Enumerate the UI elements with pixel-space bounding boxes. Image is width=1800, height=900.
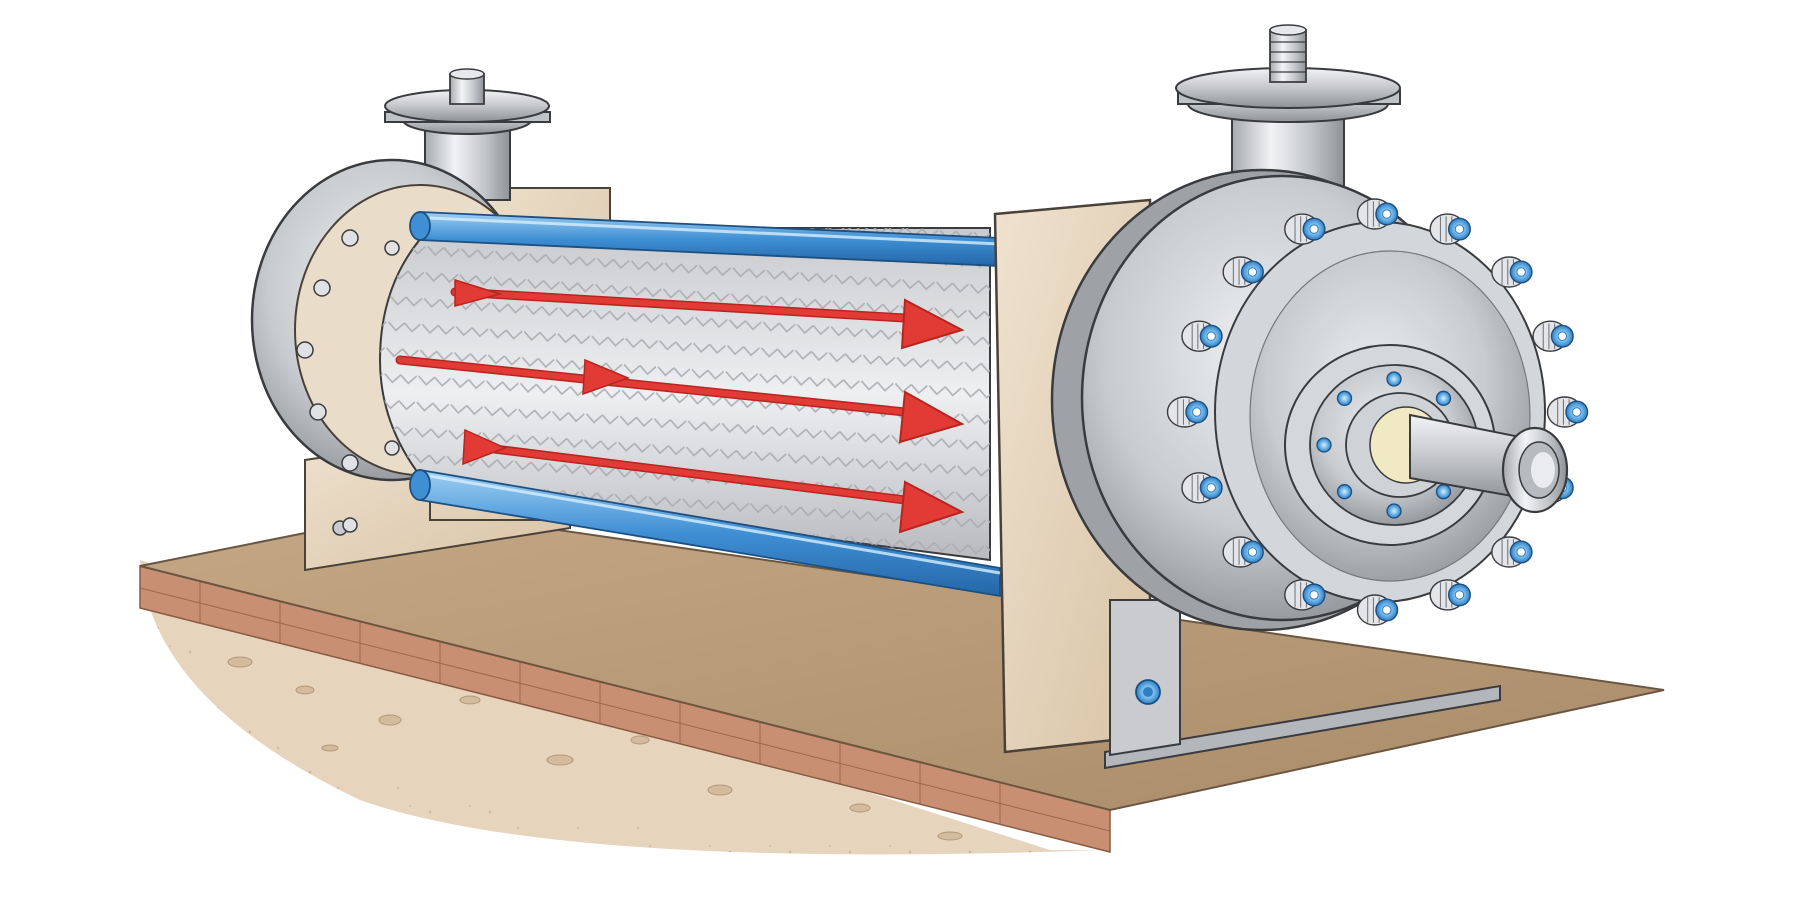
bolt-head-icon <box>1166 396 1209 428</box>
flow-arrow-top <box>450 278 965 350</box>
hub-bolt-icon <box>1336 390 1353 406</box>
hub-bolt-icon <box>1386 503 1402 519</box>
bolt-head-icon <box>1546 396 1589 428</box>
ground <box>140 560 1100 855</box>
bolt-head-icon <box>1284 579 1326 611</box>
soil-pebbles <box>192 616 963 841</box>
blue-tube-bottom <box>409 468 1001 598</box>
hub-bolt-icon <box>1336 484 1353 500</box>
bolt-head-icon <box>1284 213 1326 245</box>
bolt-head-icon <box>1491 536 1533 568</box>
bolt-head-icon <box>1491 256 1533 288</box>
outlet-pipe <box>1409 413 1569 514</box>
hub-bolt-icon <box>1386 371 1402 387</box>
hub-bolt-icon <box>1435 484 1452 500</box>
bolt-head-icon <box>1429 579 1471 611</box>
right-foot-bracket <box>1104 684 1501 770</box>
flow-arrow-middle <box>395 355 965 444</box>
hub-bolt-icon <box>1435 390 1452 406</box>
brick-lines <box>139 582 1111 832</box>
bolt-head-icon <box>1181 320 1223 352</box>
flow-arrow-bottom <box>462 428 965 534</box>
bolt-head-icon <box>1429 213 1471 245</box>
hub-bolt-icon <box>1316 437 1332 453</box>
flow-arrows <box>395 278 965 534</box>
left-flange-bolts <box>296 229 400 533</box>
bolt-head-icon <box>1222 256 1264 288</box>
bolt-head-icon <box>1532 320 1574 352</box>
bolt-head-icon <box>1356 198 1399 230</box>
bolt-head-icon <box>1356 594 1399 626</box>
bolt-head-icon <box>1222 536 1264 568</box>
bolt-head-icon <box>1181 472 1223 504</box>
